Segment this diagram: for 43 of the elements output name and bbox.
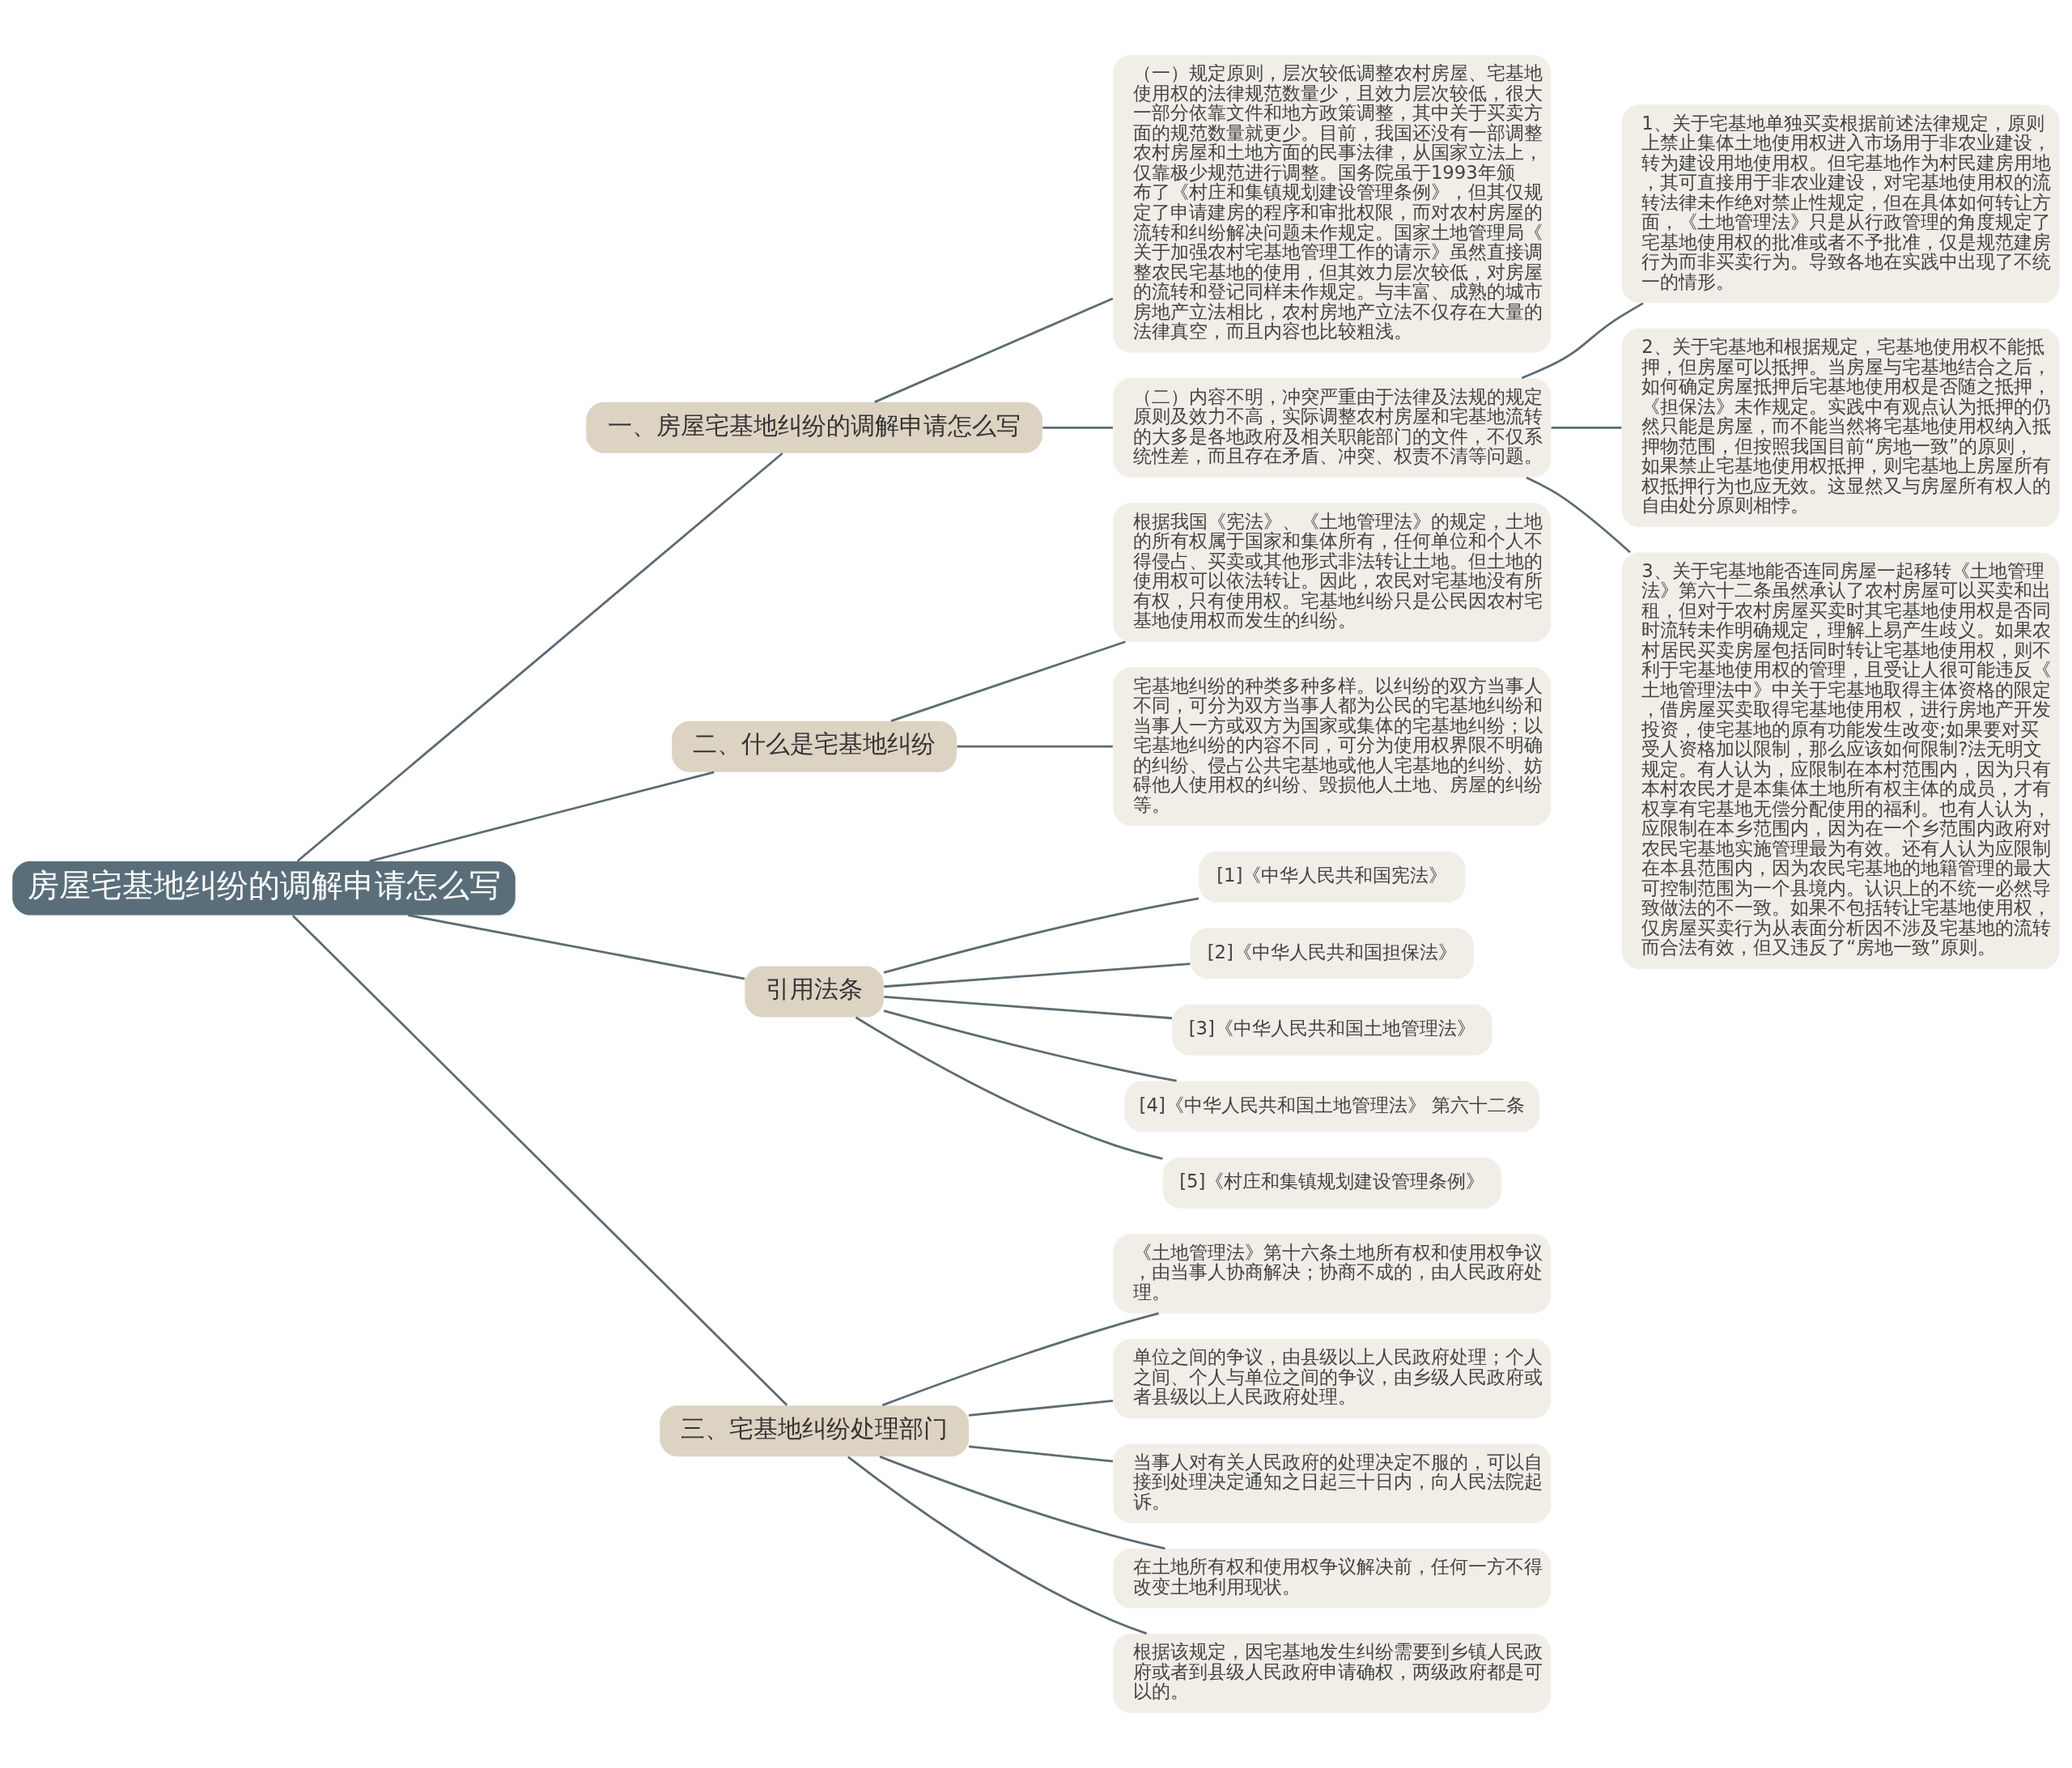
node-box: 1、关于宅基地单独买卖根据前述法律规定，原则上禁止集体土地使用权进入市场用于非农业建设，转为建设用地使用权。但宅基地作为村民建房用地，其可直接用于非农业建设，对宅基地使用权的流转法律未作绝对禁止性规定，但在具体如何转让方面，《土地管理法》只是从行政管理的角度规定了宅基地使用权的批准或者不予批准，仅是规范建房行为而非买卖行为。导致各地在实践中出现了不统一的情形。 xyxy=(1621,104,2060,304)
node-box: 引用法条 xyxy=(745,966,884,1018)
connector xyxy=(1042,426,1114,429)
connector xyxy=(1526,476,1631,554)
node-box: 宅基地纠纷的种类多种多样。以纠纷的双方当事人不同，可分为双方当事人都为公民的宅基地纠纷和当事人一方或双方为国家或集体的宅基地纠纷；以宅基地纠纷的内容不同，可分为使用权界限不明确的纠纷、侵占公共宅基地或他人宅基地的纠纷、妨碍他人使用权的纠纷、毁损他人土地、房屋的纠纷等。 xyxy=(1113,667,1552,827)
node-box: 2、关于宅基地和根据规定，宅基地使用权不能抵押，但房屋可以抵押。当房屋与宅基地结合之后，如何确定房屋抵押后宅基地使用权是否随之抵押，《担保法》未作规定。实践中有观点认为抵押的仍然只能是房屋，而不能当然将宅基地使用权纳入抵押物范围，但按照我国目前“房地一致”的原则，如果禁止宅基地使用权抵押，则宅基地上房屋所有权抵押行为也应无效。这显然又与房屋所有权人的自由处分原则相悖。 xyxy=(1621,328,2060,527)
connector xyxy=(369,771,715,863)
connector xyxy=(968,1445,1114,1463)
connector xyxy=(407,914,745,980)
connector xyxy=(883,897,1199,974)
connector xyxy=(890,640,1126,722)
node-box: 三、宅基地纠纷处理部门 xyxy=(660,1405,969,1457)
node-box: 一、房屋宅基地纠纷的调解申请怎么写 xyxy=(586,402,1042,453)
node-box: 单位之间的争议，由县级以上人民政府处理；个人之间、个人与单位之间的争议，由乡级人民政府或者县级以上人民政府处理。 xyxy=(1113,1338,1552,1418)
node-box: 根据该规定，因宅基地发生纠纷需要到乡镇人民政府或者到县级人民政府申请确权，两级政府都是可以的。 xyxy=(1113,1633,1552,1713)
node-box: 房屋宅基地纠纷的调解申请怎么写 xyxy=(12,861,516,916)
connector xyxy=(847,1456,1148,1635)
node-box: [3]《中华人民共和国土地管理法》 xyxy=(1172,1004,1492,1056)
node-box: [5]《村庄和集镇规划建设管理条例》 xyxy=(1162,1157,1501,1209)
connector xyxy=(884,995,1173,1020)
connector xyxy=(1521,302,1644,380)
connector xyxy=(883,1009,1177,1082)
connector xyxy=(879,1456,1166,1550)
node-box: 二、什么是宅基地纠纷 xyxy=(672,720,957,772)
node-box: 根据我国《宪法》、《土地管理法》的规定，土地的所有权属于国家和集体所有，任何单位和个人不得侵占、买卖或其他形式非法转让土地。但土地的使用权可以依法转让。因此，农民对宅基地没有所有权，只有使用权。宅基地纠纷只是公民因农村宅基地使用权而发生的纠纷。 xyxy=(1113,503,1552,642)
node-box: [2]《中华人民共和国担保法》 xyxy=(1190,928,1474,980)
connector xyxy=(968,1399,1114,1417)
connector xyxy=(884,963,1191,988)
connector xyxy=(855,1016,1163,1160)
connector xyxy=(296,452,783,862)
connector xyxy=(957,745,1113,748)
connector xyxy=(291,914,788,1406)
connector xyxy=(874,297,1114,403)
node-box: （一）规定原则，层次较低调整农村房屋、宅基地使用权的法律规范数量少，且效力层次较低，很大一部分依靠文件和地方政策调整，其中关于买卖方面的规范数量就更少。目前，我国还没有一部调整农村房屋和土地方面的民事法律，从国家立法上，仅靠极少规范进行调整。国务院虽于1993年颁布了《村庄和集镇规划建设管理条例》，但其仅规定了申请建房的程序和审批权限，而对农村房屋的流转和纠纷解决问题未作规定。国家土地管理局《关于加强农村宅基地管理工作的请示》虽然直接调整农民宅基地的使用，但其效力层次较低，对房屋的流转和登记同样未作规定。与丰富、成熟的城市房地产立法相比，农村房地产立法不仅存在大量的法律真空，而且内容也比较粗浅。 xyxy=(1113,55,1552,353)
node-box: （二）内容不明，冲突严重由于法律及法规的规定原则及效力不高，实际调整农村房屋和宅基地流转的大多是各地政府及相关职能部门的文件，不仅系统性差，而且存在矛盾、冲突、权责不清等问题。 xyxy=(1113,378,1552,478)
node-box: 3、关于宅基地能否连同房屋一起移转《土地管理法》第六十二条虽然承认了农村房屋可以买卖和出租，但对于农村房屋买卖时其宅基地使用权是否同时流转未作明确规定，理解上易产生歧义。如果农村居民买卖房屋包括同时转让宅基地使用权，则不利于宅基地使用权的管理，且受让人很可能违反《土地管理法中》中关于宅基地取得主体资格的限定，借房屋买卖取得宅基地使用权，进行房地产开发投资，使宅基地的原有功能发生改变;如果要对买受人资格加以限制，那么应该如何限制?法无明文规定。有人认为，应限制在本村范围内，因为只有本村农民才是本集体土地所有权主体的成员，才有权享有宅基地无偿分配使用的福利。也有人认为，应限制在本乡范围内，因为在一个乡范围内政府对农民宅基地实施管理最为有效。还有人认为应限制在本县范围内，因为农民宅基地的地籍管理的最大可控制范围为一个县境内。认识上的不统一必然导致做法的不一致。如果不包括转让宅基地使用权，仅房屋买卖行为从表面分析因不涉及宅基地的流转而合法有效，但又违反了“房地一致”原则。 xyxy=(1621,552,2060,970)
connector xyxy=(1551,426,1622,429)
connector xyxy=(881,1312,1159,1407)
node-box: [4]《中华人民共和国土地管理法》 第六十二条 xyxy=(1124,1081,1540,1133)
node-box: [1]《中华人民共和国宪法》 xyxy=(1199,851,1466,903)
node-box: 在土地所有权和使用权争议解决前，任何一方不得改变土地利用现状。 xyxy=(1113,1548,1552,1609)
node-box: 《土地管理法》第十六条土地所有权和使用权争议，由当事人协商解决；协商不成的，由人民政府处理。 xyxy=(1113,1234,1552,1314)
node-box: 当事人对有关人民政府的处理决定不服的，可以自接到处理决定通知之日起三十日内，向人民法院起诉。 xyxy=(1113,1443,1552,1524)
